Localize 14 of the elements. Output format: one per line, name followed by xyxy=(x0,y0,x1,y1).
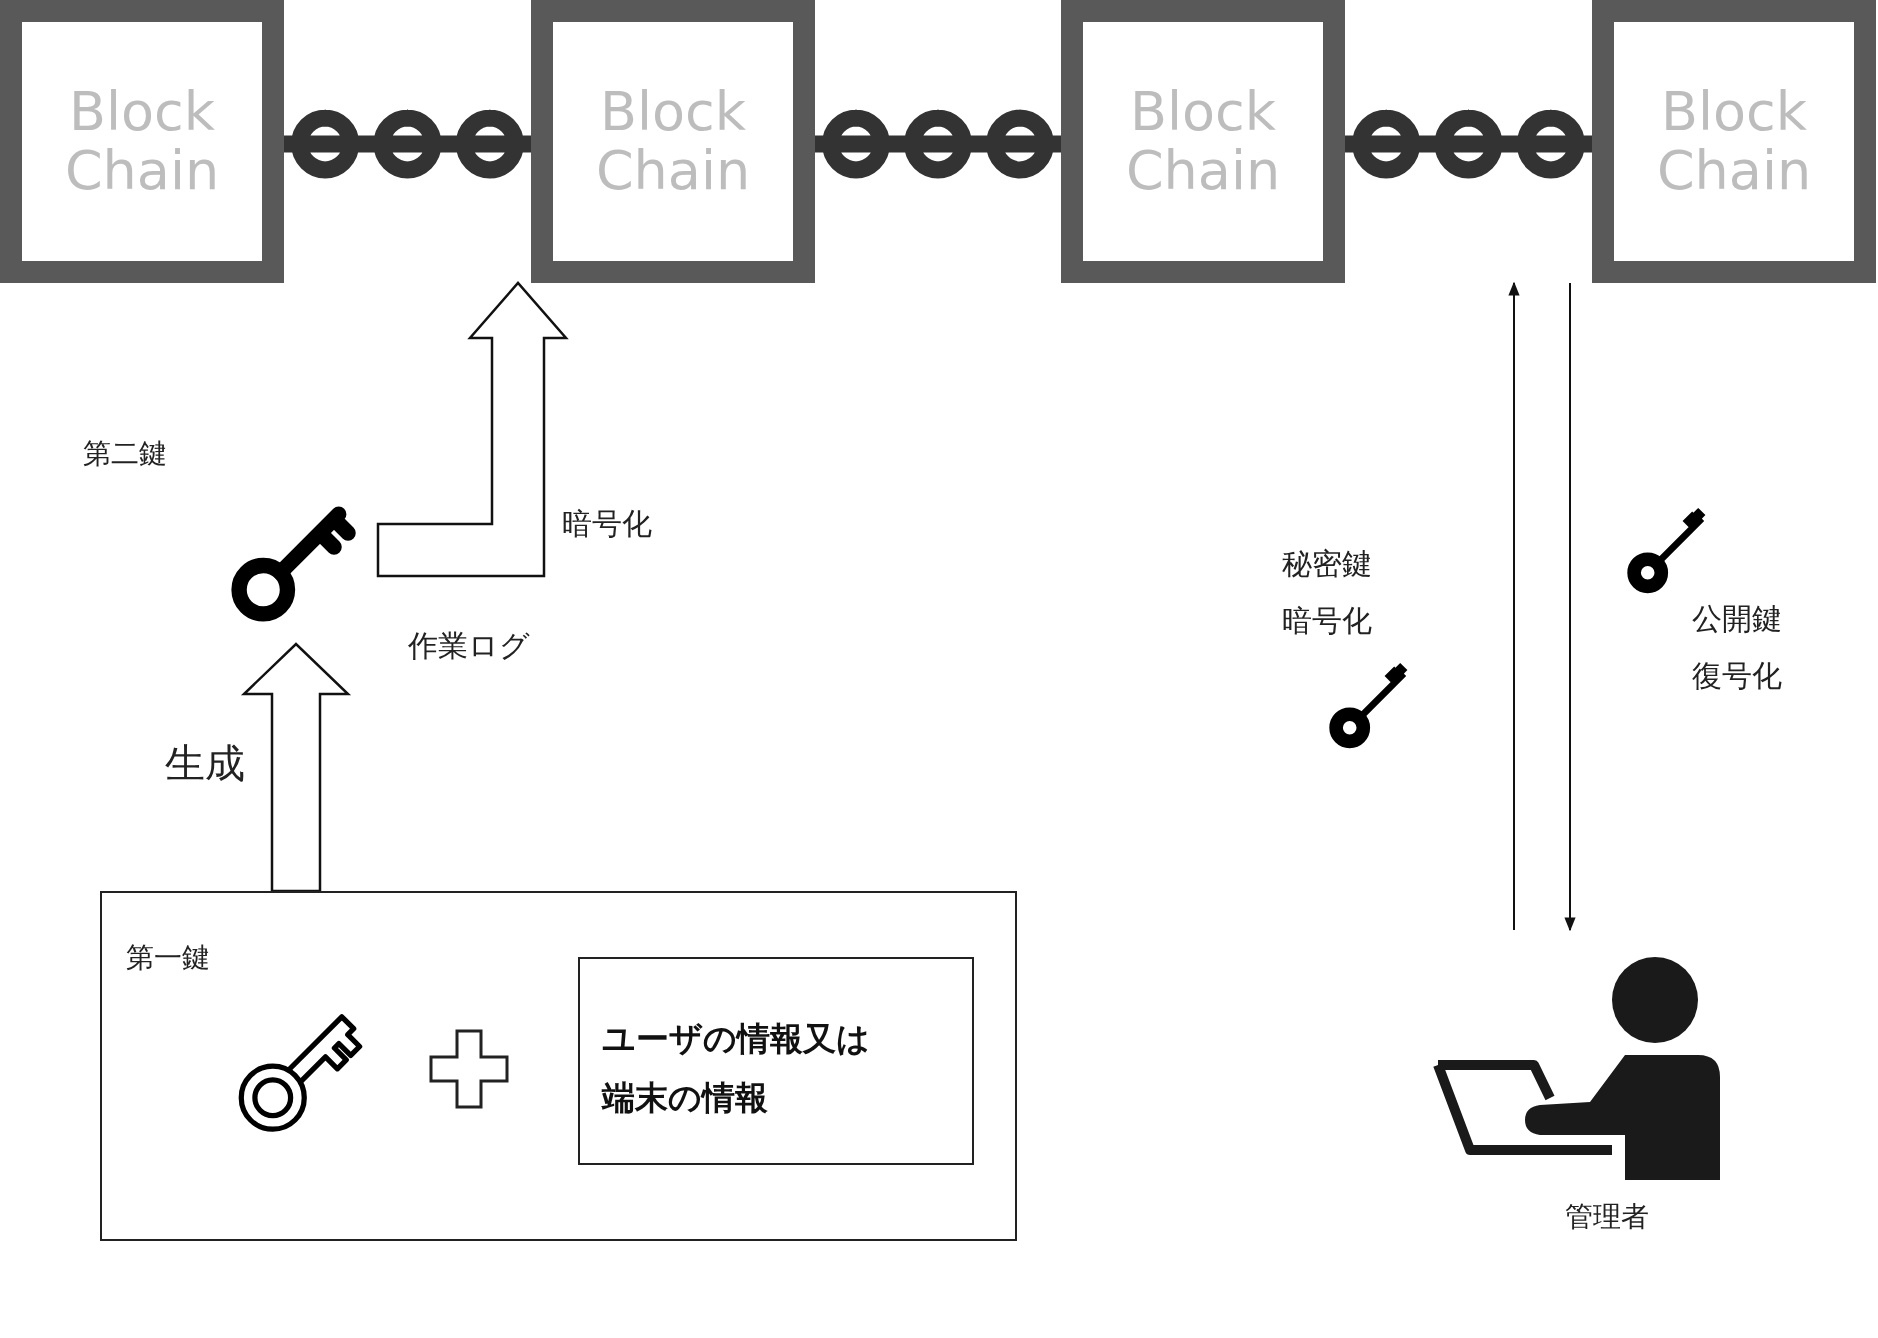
key-label: 第二鍵 xyxy=(83,436,167,472)
arrow xyxy=(1508,281,1520,931)
input-frame xyxy=(100,891,1017,1241)
block-box: Block Chain xyxy=(0,0,284,283)
caption-text: 作業ログ xyxy=(408,627,530,665)
person-label: 管理者 xyxy=(1565,1199,1649,1235)
block-box: Block Chain xyxy=(1592,0,1876,283)
info-box: ユーザの情報又は端末の情報 xyxy=(578,957,974,1165)
block-box: Block Chain xyxy=(1061,0,1345,283)
hollow-arrow xyxy=(240,642,352,893)
hollow-arrow xyxy=(376,281,569,578)
arrow xyxy=(1564,282,1576,932)
block-box: Block Chain xyxy=(531,0,815,283)
key-label: 第一鍵 xyxy=(126,940,210,976)
